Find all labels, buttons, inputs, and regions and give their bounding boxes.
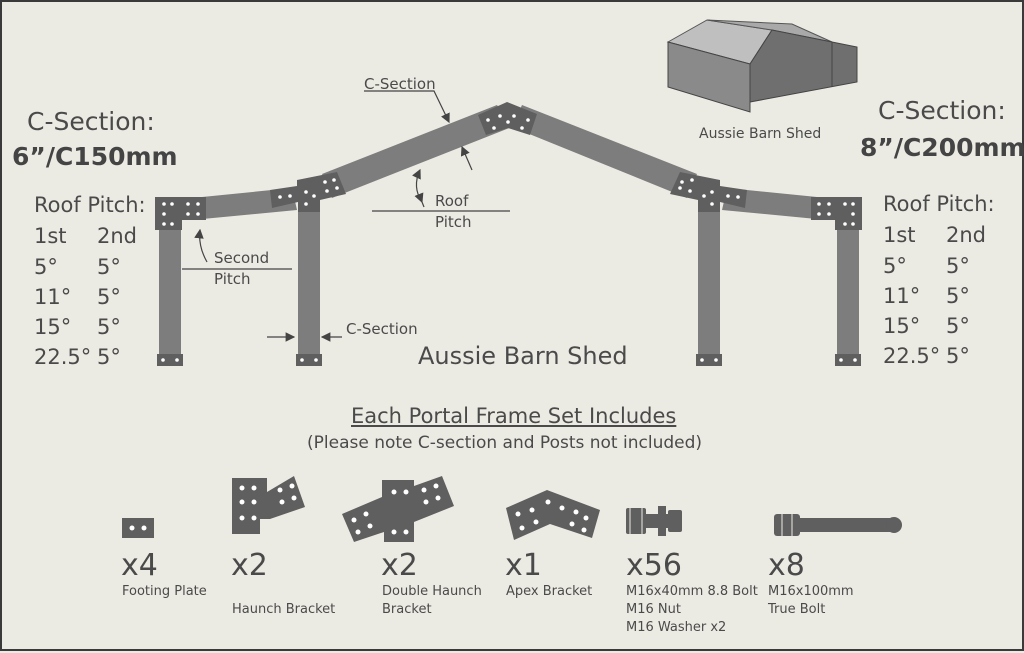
bolt-nut-icon [626,506,682,536]
left-c-section-heading: C-Section: [27,107,155,136]
item-count-double-haunch-bracket: x2 [381,548,418,583]
item-name-footing-plate: Footing Plate [122,584,207,599]
rafter-right-lower [722,188,827,220]
apex-bracket-icon [506,490,600,540]
item-name-haunch-bracket: Haunch Bracket [232,602,336,617]
right-pitch-col2: 2nd [946,223,987,247]
item-name-bolt-line3: M16 Washer x2 [626,620,727,635]
left-pitch-row3-2nd: 5° [97,315,121,339]
double-haunch-bracket-icon [342,476,454,542]
item-count-apex-bracket: x1 [505,548,542,583]
right-pitch-row3-2nd: 5° [946,314,970,338]
left-pitch-row1-1st: 5° [34,255,58,279]
right-c-section-heading: C-Section: [878,96,1006,125]
right-pitch-row1-2nd: 5° [946,254,970,278]
item-name-double-haunch-line2: Bracket [382,602,432,617]
roof-pitch-label-line2: Pitch [435,213,472,231]
right-c-section-size: 8”/C200mm [860,133,1024,162]
right-pitch-title: Roof Pitch: [883,192,995,216]
double-haunch-bracket-right [670,172,747,212]
post-left-inner [298,202,320,362]
footing-plate-icon [122,518,154,538]
kit-note: (Please note C-section and Posts not inc… [307,433,703,453]
left-c-section-size: 6”/C150mm [12,142,178,171]
item-count-bolt-set: x56 [626,548,682,583]
item-count-haunch-bracket: x2 [231,548,268,583]
haunch-bracket-right [811,197,862,230]
item-count-footing-plate: x4 [121,548,158,583]
right-pitch-row1-1st: 5° [883,254,907,278]
left-pitch-title: Roof Pitch: [34,193,146,217]
item-name-bolt-line2: M16 Nut [626,602,681,617]
double-haunch-bracket-left [270,172,346,212]
post-left-outer [159,214,181,362]
footing-plates [157,354,861,366]
right-pitch-row2-1st: 11° [883,284,921,308]
left-pitch-row4-1st: 22.5° [34,345,92,369]
rafter-left-upper [322,105,512,198]
c-section-label-bottom: C-Section [346,320,418,338]
annotation-lines [182,90,510,342]
item-name-true-bolt-line1: M16x100mm [768,584,854,599]
left-pitch-row1-2nd: 5° [97,255,121,279]
true-bolt-icon [774,514,902,536]
item-count-true-bolt: x8 [768,548,805,583]
right-pitch-col1: 1st [883,223,916,247]
item-name-bolt-line1: M16x40mm 8.8 Bolt [626,584,758,599]
haunch-bracket-left [155,197,206,230]
left-pitch-row2-2nd: 5° [97,285,121,309]
left-pitch-col2: 2nd [97,224,138,248]
right-pitch-row2-2nd: 5° [946,284,970,308]
left-pitch-row4-2nd: 5° [97,345,121,369]
rafter-right-upper [512,105,697,198]
item-name-double-haunch-line1: Double Haunch [382,584,482,599]
left-pitch-row2-1st: 11° [34,285,72,309]
shed-caption: Aussie Barn Shed [699,126,822,142]
right-pitch-row4-2nd: 5° [946,344,970,368]
diagram-title: Aussie Barn Shed [418,342,628,370]
second-pitch-label-line2: Pitch [214,270,251,288]
right-pitch-row3-1st: 15° [883,314,921,338]
apex-bracket [478,102,537,135]
item-name-apex-bracket: Apex Bracket [506,584,593,599]
post-right-inner [698,202,720,362]
left-pitch-row3-1st: 15° [34,315,72,339]
c-section-label-top: C-Section [364,75,436,93]
shed-illustration [666,19,858,113]
post-right-outer [837,214,859,362]
item-name-true-bolt-line2: True Bolt [768,602,826,617]
kit-heading: Each Portal Frame Set Includes [351,404,677,428]
haunch-bracket-icon [232,476,305,534]
right-pitch-row4-1st: 22.5° [883,344,941,368]
roof-pitch-label-line1: Roof [435,192,469,210]
left-pitch-col1: 1st [34,224,67,248]
second-pitch-label-line1: Second [214,249,270,267]
